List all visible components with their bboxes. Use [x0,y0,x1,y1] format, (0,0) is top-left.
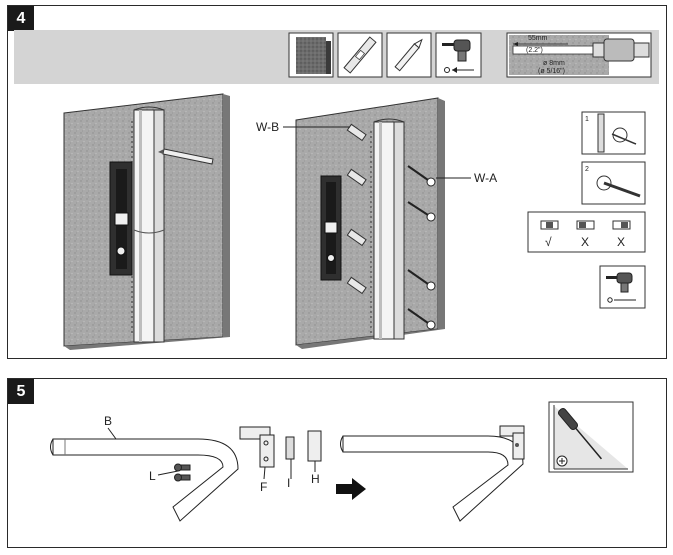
concrete-wall-icon [288,32,334,78]
label-b: B [104,414,112,428]
drill-diameter-inch-text: (ø 5/16") [538,68,565,75]
step-5-panel: 5 B L [7,378,667,548]
drill-depth-inch-text: (2.2") [526,47,543,54]
arm-b-left [50,438,239,522]
wall-left [63,93,230,350]
substep-2-number: 2 [585,166,589,173]
drill-diameter-text: ø 8mm [543,60,565,67]
drill-reverse-icon [599,265,646,309]
washer-i [285,436,295,460]
bracket-f [239,426,275,468]
label-l: L [149,469,156,483]
label-w-a: W-A [474,171,497,185]
label-h: H [311,472,320,486]
step-4-illustration: 55mm (2.2") ø 8mm (ø 5/16") [14,30,659,350]
level-mark-ok: √ [545,235,552,249]
arrow-icon [336,478,366,500]
drill-icon [435,32,482,78]
step-5-illustration: B L F I H [50,401,634,522]
screwdriver-icon [548,401,634,473]
level-mark-x1: X [581,235,589,249]
drill-depth-icon: 55mm (2.2") ø 8mm (ø 5/16") [506,32,652,78]
drill-depth-text: 55mm [528,35,548,42]
label-i: I [287,476,290,490]
pencil-icon [386,32,432,78]
label-f: F [260,480,267,494]
arm-b-assembled [340,425,525,522]
step-4-number: 4 [8,6,34,31]
label-w-b: W-B [256,120,279,134]
substep-1-number: 1 [585,116,589,123]
bolts-l [174,463,191,482]
wall-right [295,97,445,349]
step-5-number: 5 [8,379,34,404]
level-check-icon: √ X X [527,211,646,253]
substep-2-drill-icon: 2 [581,161,646,205]
level-mark-x2: X [617,235,625,249]
step-4-panel: 4 [7,5,667,359]
spirit-level-icon [337,32,383,78]
substep-1-mark-icon: 1 [581,111,646,155]
plate-h [307,430,322,462]
